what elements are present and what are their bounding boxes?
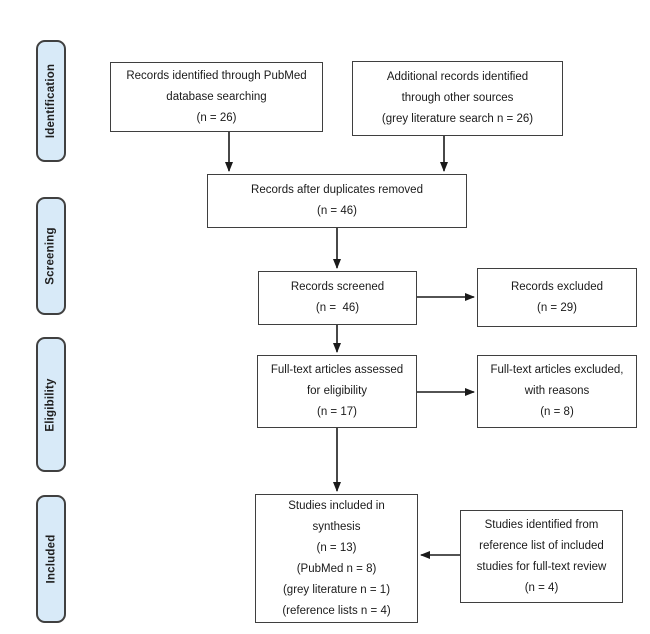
stage-included: Included — [36, 495, 66, 623]
stage-screening: Screening — [36, 197, 66, 315]
stage-label: Included — [45, 534, 58, 584]
stage-label: Identification — [45, 63, 58, 139]
stage-label: Screening — [45, 227, 57, 285]
flow-box-line: (n = 29) — [537, 301, 577, 314]
stage-identification: Identification — [36, 40, 66, 162]
flow-box-line: (n = 46) — [317, 205, 357, 217]
flow-box-line: Records excluded — [510, 280, 604, 293]
flow-box-line: (n = 4) — [524, 581, 559, 594]
flow-box-line: Additional records identified — [386, 71, 529, 83]
stage-label: Eligibility — [45, 377, 58, 432]
flow-box-line: (reference lists n = 4) — [282, 604, 391, 617]
flow-box-line: through other sources — [401, 92, 514, 104]
flow-box-reference-list-studies: Studies identified from reference list of… — [460, 510, 623, 603]
flow-box-line: reference list of included — [479, 539, 604, 552]
flow-box-line: studies for full-text review — [476, 560, 607, 573]
flow-box-line: Full-text articles assessed — [270, 364, 404, 376]
flow-box-other-sources: Additional records identified through oth… — [352, 61, 563, 136]
flow-box-fulltext-excluded: Full-text articles excluded, with reasons… — [477, 355, 637, 428]
flow-box-records-excluded: Records excluded (n = 29) — [477, 268, 637, 327]
flow-box-line: synthesis — [312, 520, 361, 533]
flow-box-duplicates-removed: Records after duplicates removed (n = 46) — [207, 174, 467, 228]
flow-box-line: Studies included in — [288, 499, 385, 512]
flow-box-line: (n = 26) — [196, 111, 237, 124]
flow-box-pubmed-records: Records identified through PubMed databas… — [110, 62, 323, 132]
flow-box-studies-included: Studies included in synthesis (n = 13) (Pub… — [255, 494, 418, 623]
flow-box-line: for eligibility — [306, 385, 368, 397]
flow-box-line: (n = 17) — [317, 406, 357, 418]
flow-box-line: Records screened — [290, 281, 385, 293]
flow-box-line: (n = 8) — [540, 406, 574, 418]
flow-box-line: (grey literature search n = 26) — [381, 113, 534, 125]
flow-box-line: (n = 46) — [315, 302, 360, 314]
flow-box-line: Records after duplicates removed — [251, 184, 423, 196]
flow-box-records-screened: Records screened (n = 46) — [258, 271, 417, 325]
stage-eligibility: Eligibility — [36, 337, 66, 472]
flow-box-line: (grey literature n = 1) — [282, 583, 391, 596]
flow-box-line: with reasons — [524, 385, 590, 397]
flow-box-line: Full-text articles excluded, — [490, 364, 624, 376]
flow-box-line: database searching — [166, 90, 267, 103]
flow-box-line: Records identified through PubMed — [126, 69, 307, 82]
flow-box-line: Studies identified from — [484, 518, 599, 531]
flow-box-line: (PubMed n = 8) — [296, 562, 377, 575]
flow-box-fulltext-assessed: Full-text articles assessed for eligibili… — [257, 355, 417, 428]
flow-box-line: (n = 13) — [316, 541, 357, 554]
